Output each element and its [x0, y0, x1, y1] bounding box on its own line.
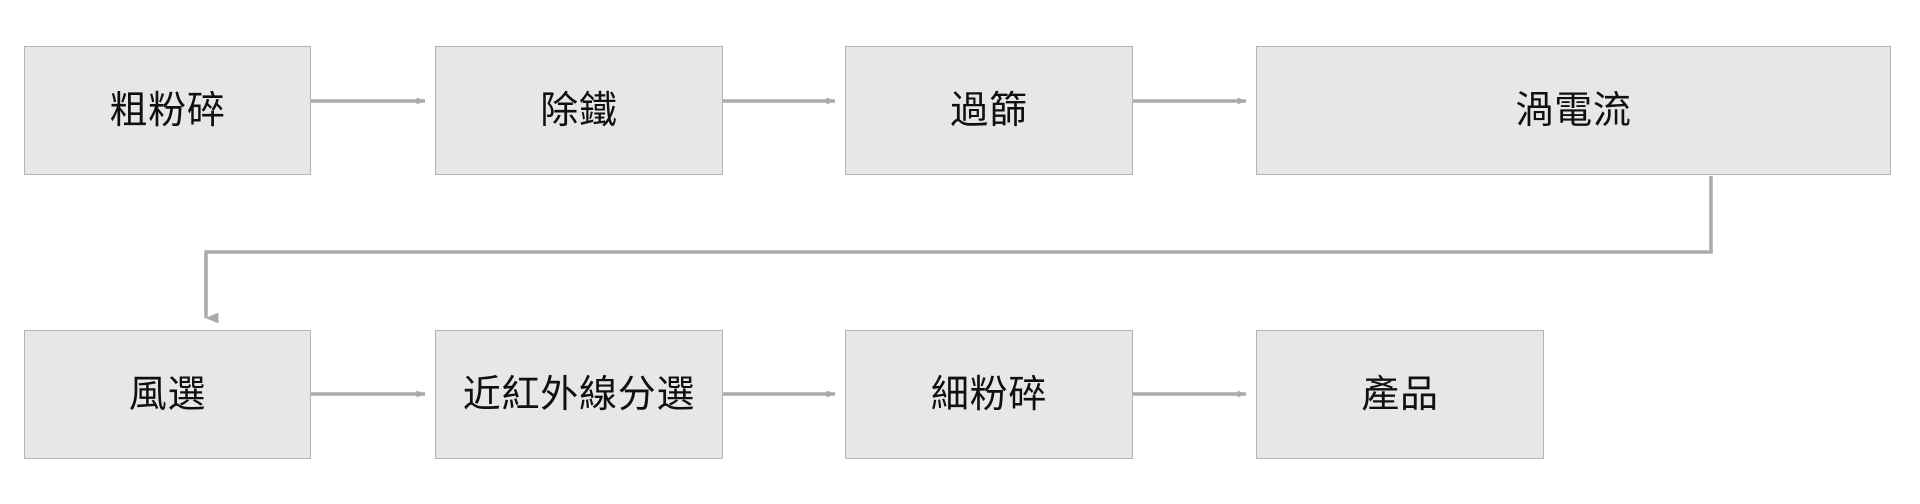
node-sieving[interactable]: 過篩 [845, 46, 1133, 175]
node-coarse-crush[interactable]: 粗粉碎 [24, 46, 311, 175]
node-eddy-current[interactable]: 渦電流 [1256, 46, 1891, 175]
node-iron-removal[interactable]: 除鐵 [435, 46, 723, 175]
node-label-sieving: 過篩 [950, 87, 1028, 132]
node-label-eddy-current: 渦電流 [1515, 87, 1632, 132]
node-air-separation[interactable]: 風選 [24, 330, 311, 459]
node-product[interactable]: 產品 [1256, 330, 1544, 459]
node-label-coarse-crush: 粗粉碎 [109, 87, 226, 132]
node-label-product: 產品 [1361, 371, 1439, 416]
node-fine-crush[interactable]: 細粉碎 [845, 330, 1133, 459]
node-label-iron-removal: 除鐵 [540, 87, 618, 132]
edge-eddy-current-to-air-separation [204, 176, 1713, 324]
node-label-air-separation: 風選 [128, 371, 207, 416]
node-label-nir-sorting: 近紅外線分選 [462, 371, 696, 416]
node-nir-sorting[interactable]: 近紅外線分選 [435, 330, 723, 459]
node-label-fine-crush: 細粉碎 [930, 371, 1048, 416]
